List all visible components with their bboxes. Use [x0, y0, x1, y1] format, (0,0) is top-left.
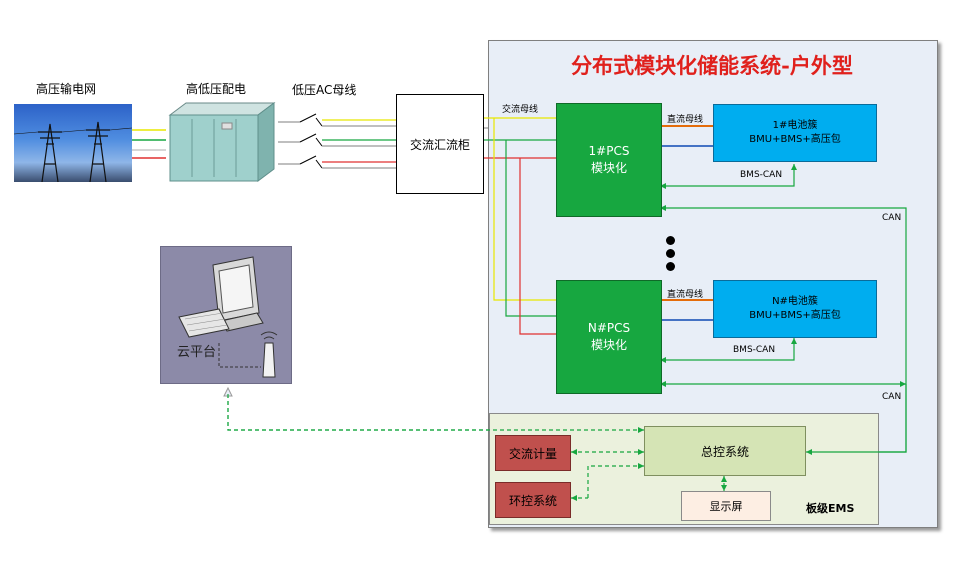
- bms-can-label-n: BMS-CAN: [733, 345, 776, 355]
- battery-1-detail: BMU+BMS+高压包: [749, 134, 841, 145]
- dc-bus-label-n: 直流母线: [667, 290, 704, 300]
- battery-cluster-n[interactable]: N#电池簇 BMU+BMS+高压包: [713, 280, 877, 338]
- display-screen-box[interactable]: 显示屏: [681, 491, 771, 521]
- env-control-box[interactable]: 环控系统: [495, 482, 571, 518]
- battery-n-name: N#电池簇: [772, 296, 818, 307]
- can-label-1: CAN: [882, 213, 902, 223]
- ems-panel-label: 板级EMS: [806, 502, 855, 515]
- transmission-tower-icon: [13, 121, 133, 183]
- display-label: 显示屏: [709, 500, 743, 513]
- ac-combiner-cabinet[interactable]: 交流汇流柜: [396, 94, 484, 194]
- battery-cluster-1[interactable]: 1#电池簇 BMU+BMS+高压包: [713, 104, 877, 162]
- bms-can-label-1: BMS-CAN: [740, 170, 783, 180]
- pcs-1-type: 模块化: [590, 161, 627, 175]
- ac-meter-box[interactable]: 交流计量: [495, 435, 571, 471]
- env-control-label: 环控系统: [508, 493, 557, 508]
- ellipsis-dot-icon: [666, 249, 675, 258]
- ac-meter-label: 交流计量: [508, 446, 557, 461]
- pcs-module-1[interactable]: 1#PCS 模块化: [556, 103, 662, 217]
- lv-bus-label: 低压AC母线: [292, 83, 357, 97]
- cloud-platform[interactable]: 云平台: [160, 246, 292, 384]
- pcs-module-n[interactable]: N#PCS 模块化: [556, 280, 662, 394]
- battery-1-name: 1#电池簇: [772, 120, 818, 131]
- can-label-n: CAN: [882, 392, 902, 402]
- power-grid-image: [13, 104, 133, 183]
- substation-box-icon: [168, 102, 276, 182]
- master-control-system[interactable]: 总控系统: [644, 426, 806, 476]
- ellipsis-dot-icon: [666, 236, 675, 245]
- ac-bus-label: 交流母线: [502, 105, 539, 115]
- switch-symbols: [299, 113, 323, 169]
- page-title: 分布式模块化储能系统-户外型: [571, 53, 853, 78]
- computer-icon: [178, 256, 278, 378]
- ac-cabinet-label: 交流汇流柜: [409, 137, 470, 152]
- grid-label: 高压输电网: [36, 82, 97, 96]
- battery-n-detail: BMU+BMS+高压包: [749, 310, 841, 321]
- pcs-n-name: N#PCS: [587, 321, 631, 335]
- ellipsis-dot-icon: [666, 262, 675, 271]
- transformer-label: 高低压配电: [186, 82, 247, 96]
- transformer-box-image: [164, 101, 278, 187]
- dc-bus-label-1: 直流母线: [667, 115, 704, 125]
- cloud-label: 云平台: [177, 345, 217, 360]
- hv-lines: [132, 129, 166, 159]
- controller-label: 总控系统: [700, 444, 749, 459]
- lv-lines-right: [322, 119, 396, 169]
- lv-lines-left: [278, 121, 300, 165]
- pcs-n-type: 模块化: [590, 338, 627, 352]
- router-icon: [262, 342, 276, 378]
- pcs-1-name: 1#PCS: [588, 144, 630, 158]
